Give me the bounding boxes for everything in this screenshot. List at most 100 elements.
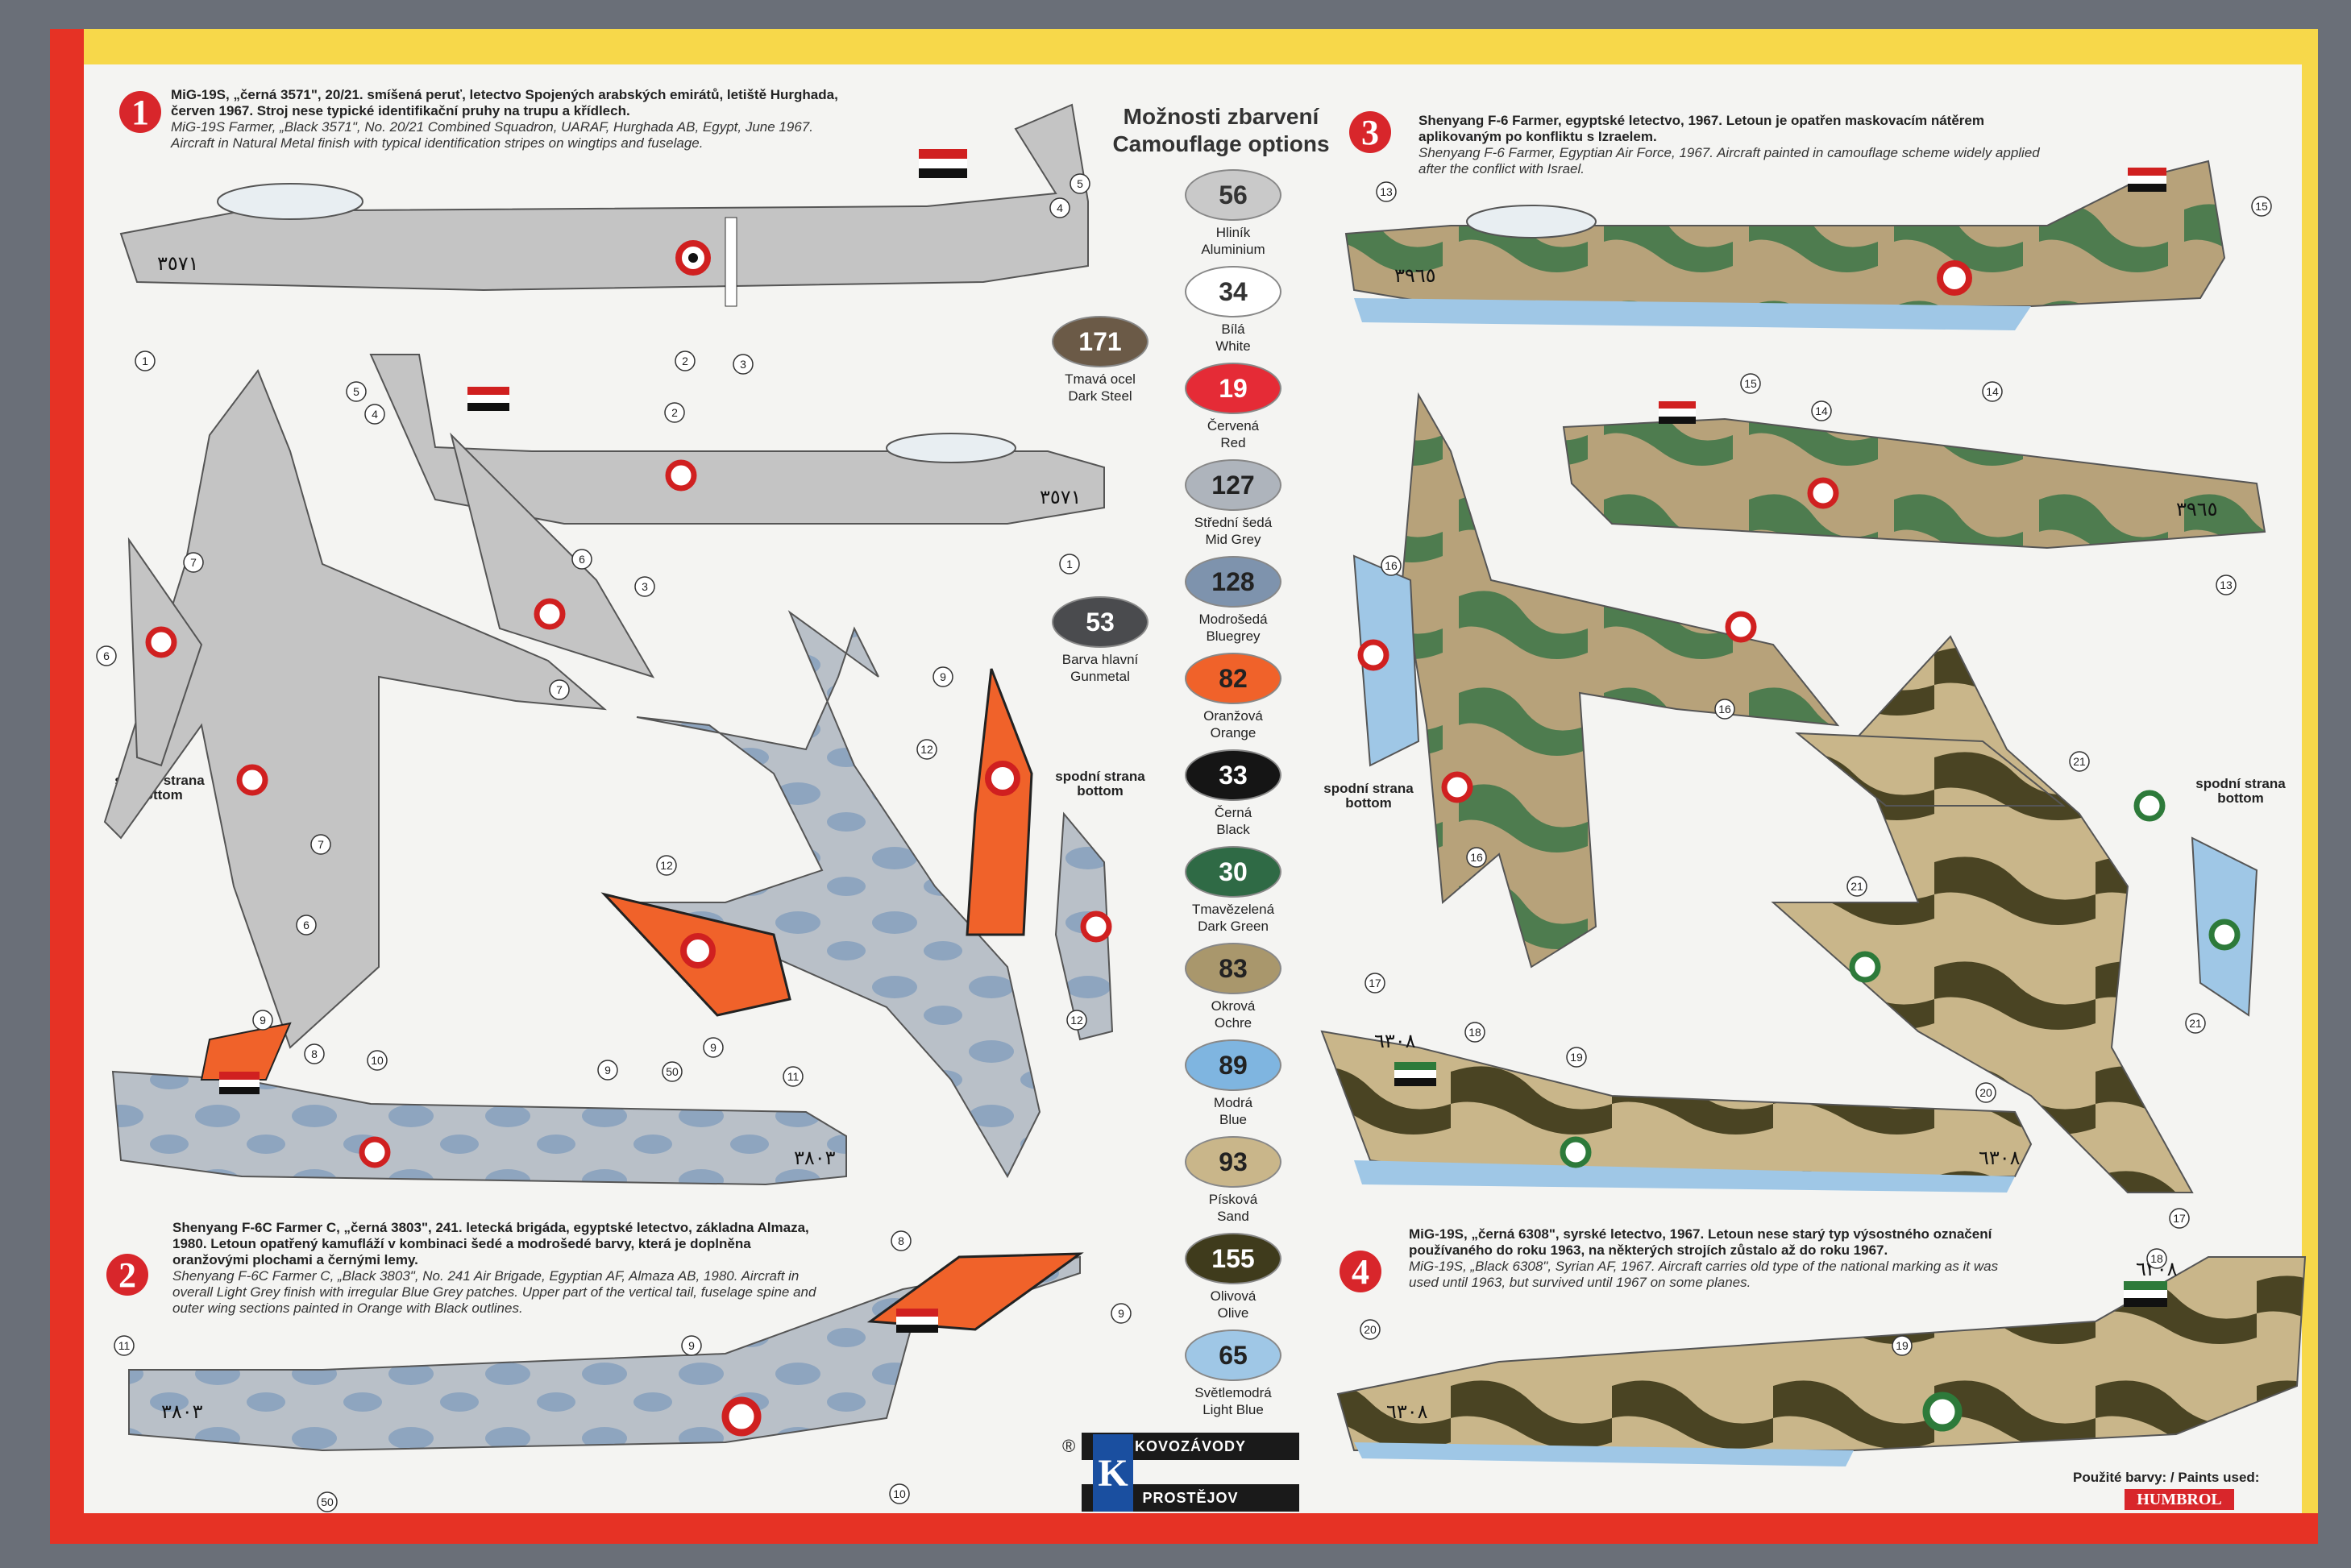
svg-text:5: 5 bbox=[1077, 177, 1083, 190]
callout-marker: 15 bbox=[1740, 373, 1761, 394]
color-swatch: 89 bbox=[1185, 1039, 1281, 1091]
svg-text:19: 19 bbox=[1570, 1051, 1583, 1064]
serial-number: ٣٨٠٣ bbox=[161, 1400, 203, 1423]
scheme-3-subtitle: Shenyang F-6 Farmer, Egyptian Air Force,… bbox=[1418, 145, 2040, 176]
scheme-1-title: MiG-19S, „černá 3571", 20/21. smíšená pe… bbox=[171, 87, 838, 118]
callout-marker: 1 bbox=[1059, 554, 1080, 575]
callout-marker: 17 bbox=[1364, 973, 1385, 993]
callout-marker: 50 bbox=[317, 1491, 338, 1512]
svg-text:20: 20 bbox=[1364, 1323, 1377, 1336]
scheme-4-caption: MiG-19S, „černá 6308", syrské letectvo, … bbox=[1409, 1226, 2005, 1291]
serial-number: ٣٩٦٥ bbox=[2176, 498, 2218, 521]
callout-marker: 20 bbox=[1360, 1319, 1381, 1340]
svg-text:9: 9 bbox=[604, 1064, 611, 1076]
svg-text:16: 16 bbox=[1470, 851, 1483, 864]
callout-marker: 12 bbox=[916, 739, 937, 760]
svg-text:2: 2 bbox=[682, 355, 688, 367]
callout-marker: 6 bbox=[96, 645, 117, 666]
callout-marker: 4 bbox=[364, 404, 385, 425]
svg-text:13: 13 bbox=[1380, 185, 1393, 198]
callout-marker: 2 bbox=[664, 402, 685, 423]
svg-text:6: 6 bbox=[579, 553, 585, 566]
bottom-label-en: bottom bbox=[1345, 795, 1392, 811]
bottom-label-cz: spodní strana bbox=[1055, 769, 1145, 784]
svg-text:21: 21 bbox=[2189, 1017, 2202, 1030]
callout-marker: 50 bbox=[662, 1061, 683, 1082]
svg-text:20: 20 bbox=[1979, 1086, 1992, 1099]
svg-text:9: 9 bbox=[940, 670, 946, 683]
svg-text:15: 15 bbox=[1744, 377, 1757, 390]
scheme-2-number: 2 bbox=[106, 1254, 148, 1296]
callout-marker: 14 bbox=[1982, 381, 2003, 402]
callout-marker: 15 bbox=[2251, 196, 2272, 217]
callout-marker: 9 bbox=[703, 1037, 724, 1058]
callout-marker: 21 bbox=[2069, 751, 2090, 772]
scheme-3-planform bbox=[1352, 392, 1840, 969]
callout-marker: 16 bbox=[1714, 699, 1735, 720]
svg-text:7: 7 bbox=[318, 838, 324, 851]
registered-mark: ® bbox=[1062, 1436, 1076, 1456]
callout-marker: 7 bbox=[549, 679, 570, 700]
svg-text:50: 50 bbox=[666, 1065, 679, 1078]
callout-marker: 12 bbox=[656, 855, 677, 876]
svg-text:9: 9 bbox=[1118, 1307, 1124, 1320]
color-swatch: 33 bbox=[1185, 749, 1281, 801]
svg-text:18: 18 bbox=[1468, 1026, 1481, 1039]
scheme-4-number: 4 bbox=[1340, 1251, 1381, 1292]
svg-text:1: 1 bbox=[142, 355, 148, 367]
svg-text:11: 11 bbox=[118, 1339, 131, 1352]
scheme-2-title: Shenyang F-6C Farmer C, „černá 3803", 24… bbox=[172, 1220, 809, 1267]
callout-marker: 18 bbox=[2146, 1248, 2167, 1269]
camouflage-header: Možnosti zbarvení Camouflage options bbox=[1088, 103, 1354, 158]
serial-number: ٦٣٠٨ bbox=[1374, 1030, 1416, 1052]
color-swatch: 53 bbox=[1052, 596, 1149, 648]
callout-marker: 13 bbox=[1376, 181, 1397, 202]
color-swatch: 82 bbox=[1185, 653, 1281, 704]
callout-marker: 9 bbox=[1111, 1303, 1132, 1324]
scheme-1-planform bbox=[103, 368, 655, 1049]
callout-marker: 20 bbox=[1975, 1082, 1996, 1103]
callout-marker: 9 bbox=[597, 1060, 618, 1081]
svg-text:7: 7 bbox=[190, 556, 197, 569]
svg-text:10: 10 bbox=[893, 1487, 906, 1500]
callout-marker: 21 bbox=[1846, 876, 1867, 897]
svg-text:15: 15 bbox=[2255, 200, 2268, 213]
svg-text:13: 13 bbox=[2220, 579, 2233, 591]
scheme-3-profile bbox=[1344, 160, 2266, 550]
callout-marker: 1 bbox=[135, 351, 156, 371]
svg-text:9: 9 bbox=[710, 1041, 717, 1054]
callout-marker: 8 bbox=[304, 1043, 325, 1064]
scheme-4-subtitle: MiG-19S, „Black 6308", Syrian AF, 1967. … bbox=[1409, 1259, 1999, 1290]
svg-text:2: 2 bbox=[671, 406, 678, 419]
callout-marker: 19 bbox=[1566, 1047, 1587, 1068]
color-swatch: 83 bbox=[1185, 943, 1281, 994]
scheme-1-caption: MiG-19S, „černá 3571", 20/21. smíšená pe… bbox=[171, 87, 848, 151]
callout-marker: 9 bbox=[933, 666, 953, 687]
serial-number: ٣٩٦٥ bbox=[1394, 264, 1436, 287]
svg-text:9: 9 bbox=[260, 1014, 266, 1027]
color-swatch: 65 bbox=[1185, 1329, 1281, 1381]
serial-number: ٣٥٧١ bbox=[157, 252, 199, 275]
svg-text:18: 18 bbox=[2150, 1252, 2163, 1265]
svg-text:21: 21 bbox=[1850, 880, 1863, 893]
serial-number: ٣٨٠٣ bbox=[794, 1147, 836, 1169]
color-swatch: 171 bbox=[1052, 316, 1149, 367]
scheme-1-profile-2 bbox=[369, 354, 1105, 525]
color-swatch: 155 bbox=[1185, 1233, 1281, 1284]
svg-text:8: 8 bbox=[311, 1047, 318, 1060]
